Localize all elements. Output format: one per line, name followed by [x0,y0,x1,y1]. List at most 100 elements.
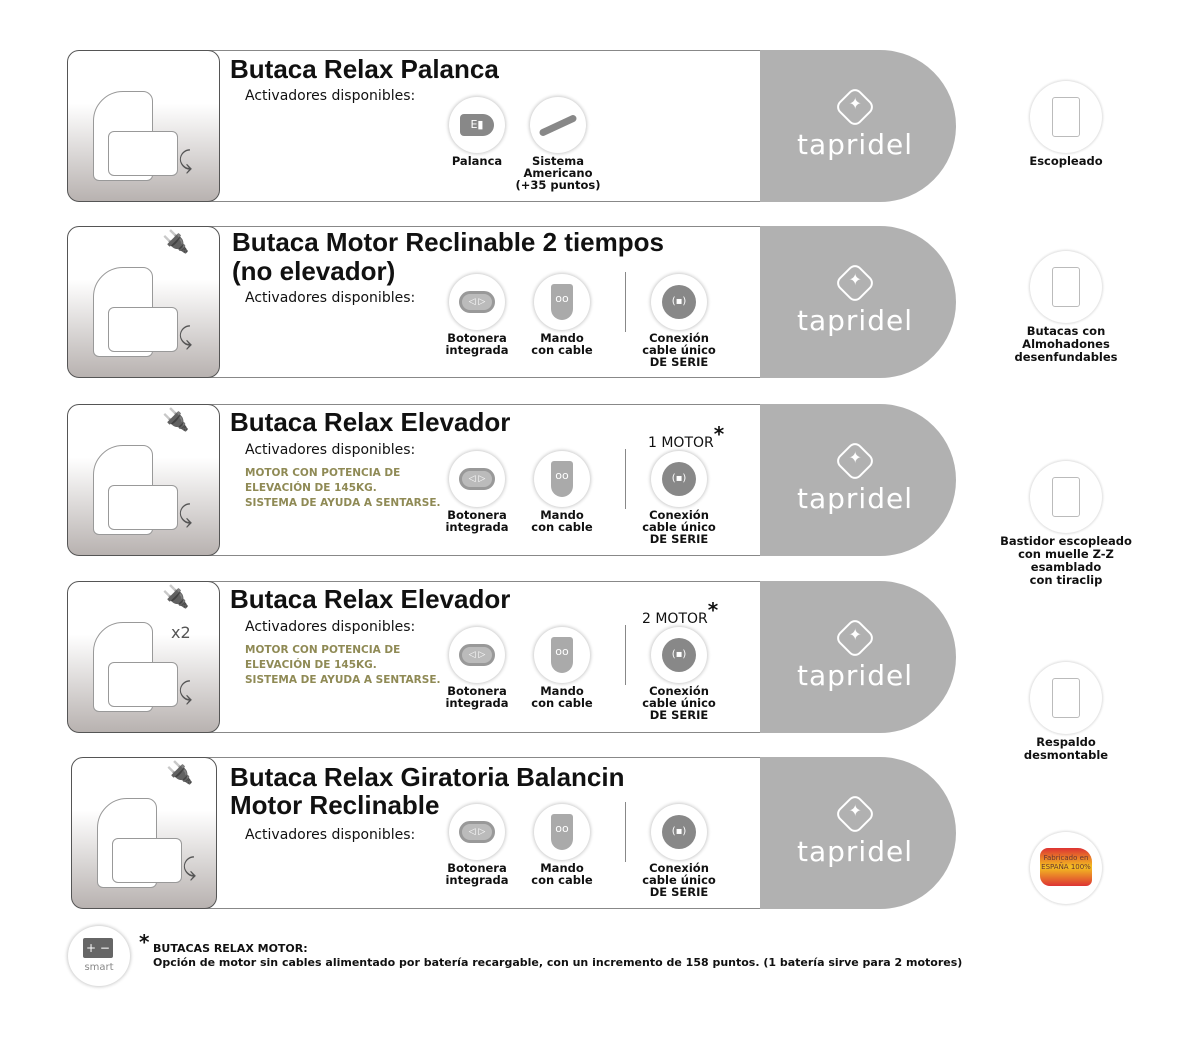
serial-connection-label: cable único [642,873,716,887]
integrated-buttons-icon: ◁ ▷ [459,468,495,490]
activator-label: con cable [531,873,593,887]
motor-note: MOTOR CON POTENCIA DE [245,467,401,479]
wired-remote-icon: oo [551,814,573,850]
wired-remote-icon: oo [551,284,573,320]
battery-label: smart [84,962,114,973]
cable-connector-icon: (▪) [662,285,696,319]
feature-label: Respaldo [1036,735,1096,749]
activator-label: (+35 puntos) [515,178,601,192]
tapridel-diamond-icon [833,439,877,483]
activator-label: Mando [540,331,584,345]
serial-connection-label: Conexión [649,684,709,698]
activator-wired-remote-icon[interactable]: oo [534,451,590,507]
activator-label: Botonera [447,861,507,875]
product-title: Butaca Relax Elevador [230,407,511,437]
activator-label: integrada [445,873,509,887]
activator-wired-remote-icon[interactable]: oo [534,274,590,330]
product-title: (no elevador) [232,256,396,286]
feature-label: esamblado [1030,560,1102,574]
serial-connection-label: DE SERIE [649,708,709,722]
activator-american-system-lever-icon[interactable] [530,97,586,153]
serial-connection-label: DE SERIE [649,532,709,546]
product-title: Motor Reclinable [230,790,440,820]
motor-asterisk: * [707,598,719,622]
feature-label: Butacas con [1026,324,1106,338]
activator-wired-remote-icon[interactable]: oo [534,627,590,683]
motor-asterisk: * [713,422,725,446]
power-plug-icon: 🔌 [166,761,194,786]
wired-remote-icon: oo [551,637,573,673]
activators-label: Activadores disponibles: [245,827,416,843]
serial-connection-label: Conexión [649,861,709,875]
removable-backrest-icon [1030,662,1102,734]
activator-label: Palanca [451,154,503,168]
feature-label: con muelle Z-Z [1018,547,1114,561]
activator-label: Botonera [447,508,507,522]
serial-connection-label: cable único [642,696,716,710]
tapridel-logo: tapridel [760,792,950,868]
integrated-buttons-icon: ◁ ▷ [459,291,495,313]
product-title: Butaca Motor Reclinable 2 tiempos [232,227,664,257]
brand-name: tapridel [797,835,913,868]
integrated-buttons-icon: ◁ ▷ [459,644,495,666]
activator-label: Mando [540,684,584,698]
feature-label: desmontable [1023,748,1109,762]
activator-integrated-buttons-icon[interactable]: ◁ ▷ [449,451,505,507]
serial-connection-label: DE SERIE [649,885,709,899]
brand-name: tapridel [797,128,913,161]
spain-seal: Fabricado en ESPAÑA 100% [1040,848,1092,886]
activators-label: Activadores disponibles: [245,88,416,104]
tapridel-logo: tapridel [760,616,950,692]
smart-battery-badge: + − smart [68,926,130,986]
activators-label: Activadores disponibles: [245,290,416,306]
activator-label: integrada [445,520,509,534]
motor-note: MOTOR CON POTENCIA DE [245,644,401,656]
recliner-illustration: ⤹ [71,757,217,909]
tapridel-diamond-icon [833,616,877,660]
cable-connector-icon: (▪) [662,462,696,496]
section-divider [625,802,626,862]
american-system-lever-icon [538,113,578,137]
brand-tab: tapridel [760,226,956,378]
activator-integrated-buttons-icon[interactable]: ◁ ▷ [449,804,505,860]
product-title: Butaca Relax Giratoria Balancin [230,762,625,792]
activator-label: Mando [540,861,584,875]
activator-lever-icon[interactable]: E▮ [449,97,505,153]
motor-note: SISTEMA DE AYUDA A SENTARSE. [245,674,441,686]
motor-note: SISTEMA DE AYUDA A SENTARSE. [245,497,441,509]
feature-label: Escopleado [1029,154,1103,168]
single-cable-connection: (▪) [651,627,707,683]
activators-label: Activadores disponibles: [245,619,416,635]
zipper-icon [1030,251,1102,323]
brand-tab: tapridel [760,757,956,909]
serial-connection-label: Conexión [649,508,709,522]
feature-label: Bastidor escopleado [1000,534,1132,548]
footnote-heading: BUTACAS RELAX MOTOR: [153,942,308,955]
brand-name: tapridel [797,482,913,515]
activator-integrated-buttons-icon[interactable]: ◁ ▷ [449,274,505,330]
lever-icon: E▮ [460,114,494,136]
activator-label: integrada [445,696,509,710]
brand-name: tapridel [797,659,913,692]
tapridel-diamond-icon [833,792,877,836]
section-divider [625,272,626,332]
brand-name: tapridel [797,304,913,337]
footnote-asterisk: * [139,930,150,954]
activator-integrated-buttons-icon[interactable]: ◁ ▷ [449,627,505,683]
activator-wired-remote-icon[interactable]: oo [534,804,590,860]
tapridel-logo: tapridel [760,261,950,337]
tapridel-logo: tapridel [760,439,950,515]
feature-label: Almohadones [1022,337,1110,351]
product-title: Butaca Relax Elevador [230,584,511,614]
activator-label: con cable [531,520,593,534]
integrated-buttons-icon: ◁ ▷ [459,821,495,843]
mortise-icon [1030,81,1102,153]
motor-count: 2 MOTOR* [642,598,718,627]
tapridel-diamond-icon [833,261,877,305]
tapridel-diamond-icon [833,85,877,129]
single-cable-connection: (▪) [651,804,707,860]
made-in-spain-icon: Fabricado en ESPAÑA 100% [1030,832,1102,904]
single-cable-connection: (▪) [651,451,707,507]
serial-connection-label: Conexión [649,331,709,345]
serial-connection-label: cable único [642,343,716,357]
